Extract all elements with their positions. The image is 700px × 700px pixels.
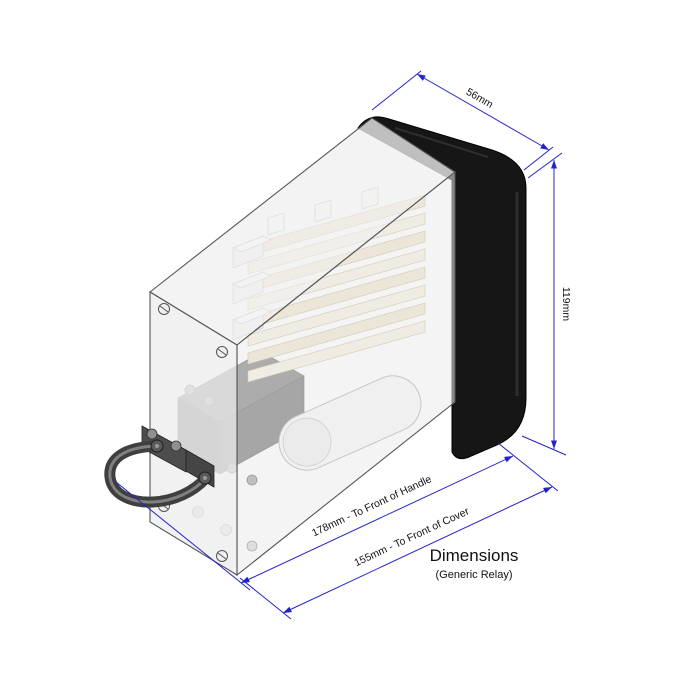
handle-bail-highlight <box>108 444 207 504</box>
extension-line <box>523 146 554 171</box>
dimension-line <box>282 486 553 614</box>
handle-bolt-2 <box>170 440 182 452</box>
extension-line <box>527 152 563 179</box>
extension-line <box>521 435 567 456</box>
drawing-subtitle: (Generic Relay) <box>435 569 512 581</box>
handle-pivot-2-cap <box>203 476 207 480</box>
depth-dimension-label: 56mm <box>464 86 495 111</box>
dimension-height: 119mm <box>521 152 572 456</box>
dimension-line <box>416 73 550 151</box>
title-block: Dimensions (Generic Relay) <box>430 546 519 581</box>
extension-line <box>497 442 559 492</box>
extension-line <box>371 70 422 111</box>
handle-bolt <box>146 428 158 440</box>
relay-illustration <box>104 116 527 577</box>
extension-line <box>115 481 251 591</box>
handle <box>104 425 215 508</box>
transparent-cover <box>149 117 456 577</box>
extension-line <box>239 577 292 620</box>
handle-pivot-cap <box>155 444 159 448</box>
height-dimension-label: 119mm <box>560 287 572 321</box>
drawing-title: Dimensions <box>430 546 519 565</box>
